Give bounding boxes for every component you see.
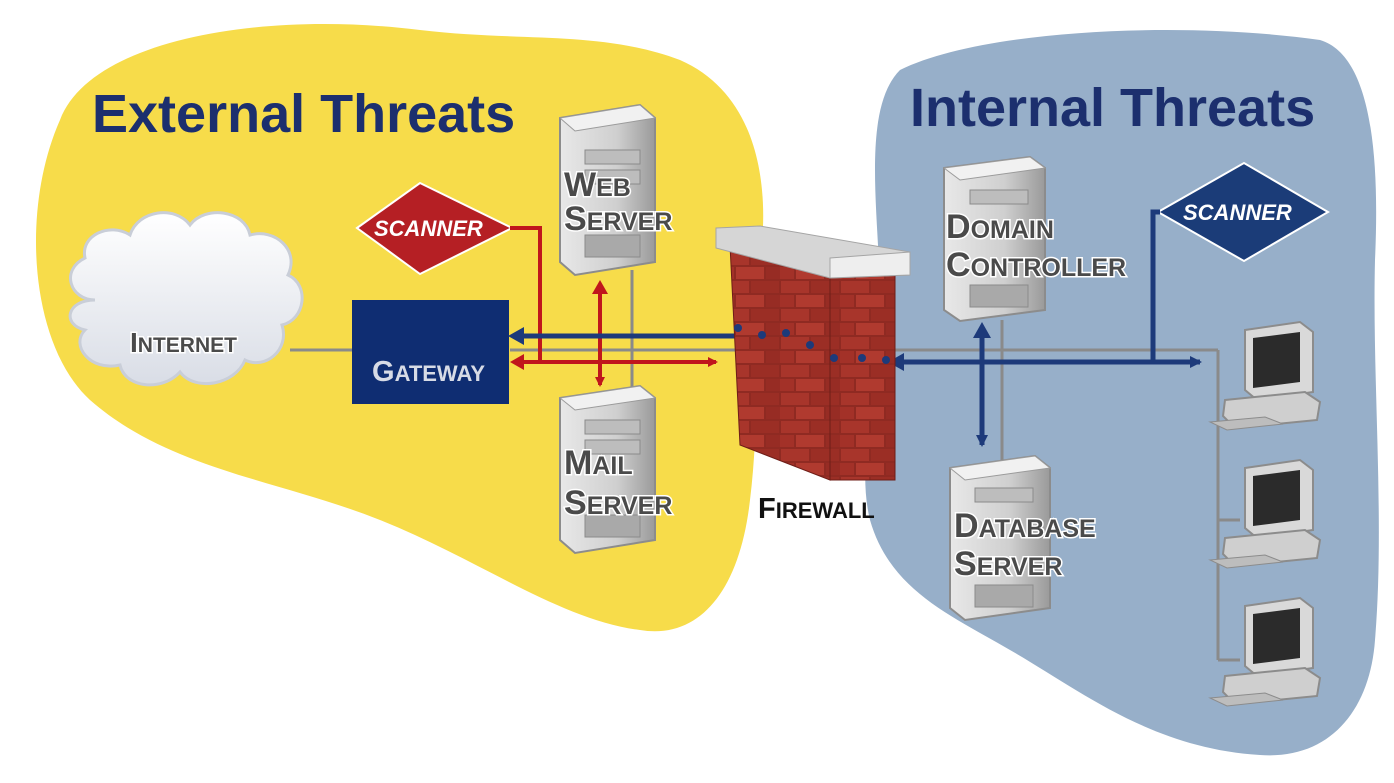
database-server-label-line1: DATABASE [954, 507, 1096, 545]
internet-cloud: INTERNET [68, 211, 304, 387]
external-threats-title: External Threats [92, 84, 515, 144]
desktop-computer-1 [1208, 320, 1322, 431]
mail-server: MAIL SERVER [558, 384, 674, 555]
mail-server-label-line1: MAIL [564, 444, 633, 482]
desktop-computer-icon [1208, 320, 1322, 431]
server-tower-icon [948, 454, 1052, 622]
desktop-computer-2 [1208, 458, 1322, 569]
blue-arrowhead-firewall [888, 353, 904, 371]
firewall: FIREWALL [715, 225, 911, 525]
gateway-label: GATEWAY [372, 356, 485, 388]
domain-controller: DOMAIN CONTROLLER [942, 155, 1128, 323]
web-server-label-line2: SERVER [564, 200, 672, 238]
web-server-label-line1: WEB [564, 166, 631, 204]
brick-wall-icon [715, 225, 911, 481]
scanner-internal-label: SCANNER [1183, 200, 1292, 225]
red-arrowhead-left [510, 354, 524, 370]
gateway-box [352, 300, 509, 404]
database-server-label-line2: SERVER [954, 545, 1062, 583]
desktop-computer-icon [1208, 458, 1322, 569]
scanner-external: SCANNER [355, 181, 515, 276]
server-tower-icon [558, 384, 657, 555]
scanner-external-label: SCANNER [374, 216, 483, 241]
server-tower-icon [558, 103, 657, 277]
desktop-computer-3 [1208, 596, 1322, 707]
domain-controller-label-line1: DOMAIN [946, 208, 1054, 246]
internet-label: INTERNET [130, 327, 237, 358]
blue-links [522, 209, 1202, 447]
desktop-computer-icon [1208, 596, 1322, 707]
blue-arrowhead-up [973, 322, 991, 338]
web-server: WEB SERVER [558, 103, 674, 277]
server-tower-icon [942, 155, 1047, 323]
gateway-node: GATEWAY [352, 300, 509, 404]
blue-arrowhead-left [508, 327, 524, 345]
mail-server-label-line2: SERVER [564, 484, 672, 522]
firewall-blocked-path [734, 324, 890, 364]
domain-controller-label-line2: CONTROLLER [946, 246, 1126, 284]
firewall-label: FIREWALL [758, 493, 875, 525]
red-arrowhead-up [592, 280, 608, 294]
diamond-icon [1155, 161, 1330, 263]
scanner-internal: SCANNER [1155, 161, 1330, 263]
internal-threats-title: Internal Threats [910, 78, 1315, 138]
cloud-icon [68, 211, 304, 387]
database-server: DATABASE SERVER [948, 454, 1097, 622]
